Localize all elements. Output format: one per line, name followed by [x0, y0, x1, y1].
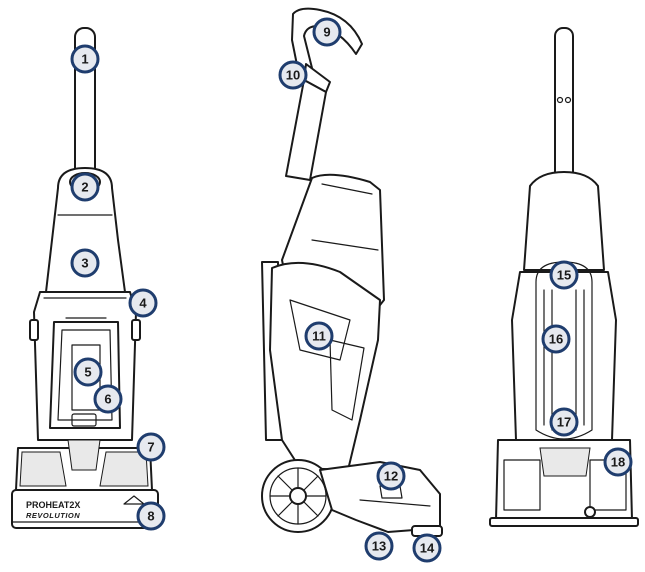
- callout-1: 1: [70, 44, 100, 74]
- callout-15: 15: [549, 260, 579, 290]
- brand-logo-icon: [123, 495, 145, 505]
- callout-4: 4: [128, 288, 158, 318]
- svg-text:3: 3: [81, 256, 88, 271]
- callout-11: 11: [304, 321, 334, 351]
- callout-17: 17: [549, 407, 579, 437]
- side-view: [261, 7, 443, 537]
- svg-text:6: 6: [104, 392, 111, 407]
- callout-9: 9: [312, 17, 342, 47]
- side-main-body: [269, 261, 381, 471]
- svg-text:1: 1: [81, 52, 88, 67]
- svg-text:18: 18: [611, 455, 625, 470]
- callout-14: 14: [412, 533, 442, 563]
- callout-16: 16: [541, 324, 571, 354]
- callout-7: 7: [136, 432, 166, 462]
- brand-model-line-2: REVOLUTION: [26, 511, 80, 520]
- callout-10: 10: [278, 60, 308, 90]
- svg-text:12: 12: [384, 469, 398, 484]
- callout-3: 3: [70, 248, 100, 278]
- svg-text:14: 14: [420, 541, 435, 556]
- svg-text:2: 2: [81, 180, 88, 195]
- svg-text:15: 15: [557, 268, 571, 283]
- callout-18: 18: [603, 447, 633, 477]
- callout-12: 12: [376, 461, 406, 491]
- rear-upper-body: [523, 171, 605, 271]
- side-handle-shaft: [285, 79, 327, 181]
- svg-text:11: 11: [312, 329, 326, 344]
- callouts: 1 2 3 4 5 6 7 8 9 10 11 12 13 14 15 16 1…: [70, 17, 633, 563]
- front-upper-body: [45, 167, 126, 293]
- svg-text:8: 8: [147, 509, 154, 524]
- svg-text:13: 13: [372, 539, 386, 554]
- front-view: PROHEAT2X REVOLUTION: [11, 27, 159, 529]
- svg-text:10: 10: [286, 68, 300, 83]
- callout-2: 2: [70, 172, 100, 202]
- svg-text:17: 17: [557, 415, 571, 430]
- svg-text:4: 4: [139, 296, 147, 311]
- callout-8: 8: [136, 501, 166, 531]
- rear-hose-wrap: [535, 261, 593, 440]
- side-handle-grip: [291, 7, 363, 71]
- svg-text:9: 9: [323, 25, 330, 40]
- svg-text:16: 16: [549, 332, 563, 347]
- svg-text:7: 7: [147, 440, 154, 455]
- svg-text:5: 5: [84, 365, 91, 380]
- rear-view: [489, 27, 639, 527]
- callout-6: 6: [93, 384, 123, 414]
- callout-13: 13: [364, 531, 394, 561]
- brand-model-line-1: PROHEAT2X: [26, 500, 80, 510]
- callout-5: 5: [73, 357, 103, 387]
